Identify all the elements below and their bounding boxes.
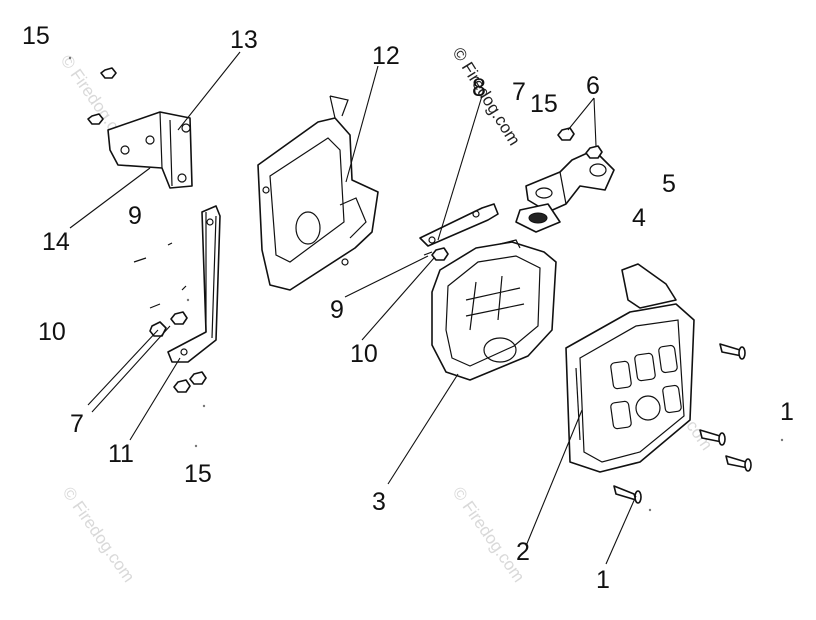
- nut-part-15: [87, 67, 117, 125]
- callout-5: 5: [662, 170, 676, 198]
- callout-15: 15: [22, 22, 50, 50]
- callout-12: 12: [372, 42, 400, 70]
- fasteners-left: [133, 242, 207, 393]
- bracket-part-11: [167, 205, 221, 363]
- bolt-part-1: [613, 343, 752, 504]
- callout-1: 1: [596, 566, 610, 594]
- muffler-part-3: [431, 239, 557, 381]
- callout-15: 15: [530, 90, 558, 118]
- callout-10: 10: [38, 318, 66, 346]
- callout-3: 3: [372, 488, 386, 516]
- watermark: © Firedog.com: [59, 483, 139, 585]
- watermark: © Firedog.com: [449, 483, 529, 585]
- callout-14: 14: [42, 228, 70, 256]
- heat-shield-part-12: [257, 95, 379, 291]
- bracket-part-8: [419, 203, 499, 247]
- callout-2: 2: [516, 538, 530, 566]
- callout-15: 15: [184, 460, 212, 488]
- exhaust-elbow-part-5: [525, 149, 615, 213]
- callout-7: 7: [512, 78, 526, 106]
- leader-lines: [69, 51, 637, 565]
- dotted-marks: [68, 56, 784, 512]
- muffler-cover-part-2: [565, 263, 695, 473]
- callout-8: 8: [472, 74, 486, 102]
- callout-labels: 15 13 12 8 7 15 6 5 4 9 14 10 9 10 1 7 1…: [22, 22, 794, 594]
- callout-13: 13: [230, 26, 258, 54]
- bolt-part-10: [423, 247, 449, 261]
- callout-1: 1: [780, 398, 794, 426]
- callout-11: 11: [108, 440, 134, 468]
- callout-7: 7: [70, 410, 84, 438]
- callout-9: 9: [330, 296, 344, 324]
- callout-4: 4: [632, 204, 646, 232]
- gasket-part-4: [515, 203, 561, 233]
- callout-6: 6: [586, 72, 600, 100]
- callout-9: 9: [128, 202, 142, 230]
- bracket-part-13: [107, 111, 193, 189]
- callout-10: 10: [350, 340, 378, 368]
